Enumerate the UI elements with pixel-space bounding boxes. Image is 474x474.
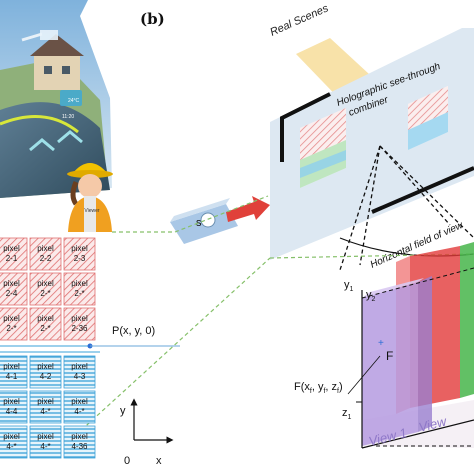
axis-y-label: y [120, 405, 126, 417]
y1-label: y1 [344, 279, 354, 293]
axis-x-label: x [156, 455, 162, 467]
source-arrow [226, 196, 270, 222]
point-p-label: P(x, y, 0) [112, 325, 155, 337]
viewer-person-icon: Viewer [67, 163, 113, 232]
z1-label: z1 [342, 407, 352, 421]
point-f-coords: F(xf, yf, zf) [294, 381, 343, 395]
point-f-label: F [386, 349, 393, 363]
point-f-marker: + [378, 338, 384, 349]
hud-time: 11:20 [62, 114, 74, 120]
panel-label: (b) [140, 10, 165, 28]
xy-axes [134, 402, 170, 440]
hud-temp: 24°C [68, 98, 80, 104]
real-scenes-label: Real Scenes [268, 2, 330, 39]
axis-origin-label: 0 [124, 455, 130, 467]
viewer-badge: Viewer [84, 208, 100, 214]
